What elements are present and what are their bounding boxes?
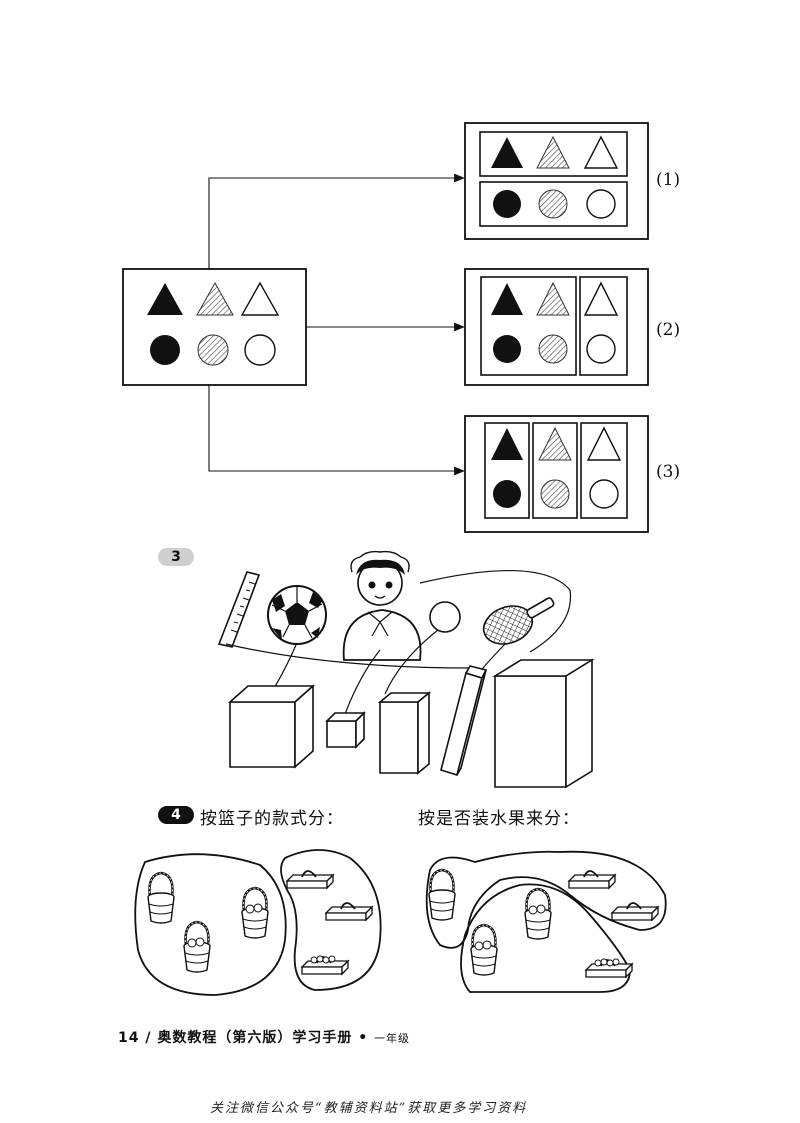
result-label-2: (2) xyxy=(656,320,681,340)
bucket-fruit-icon xyxy=(184,922,210,972)
hatched-triangle-icon xyxy=(196,281,234,316)
result-label-1: (1) xyxy=(656,170,681,190)
bucket-fruit-icon xyxy=(525,889,551,939)
ruler-icon xyxy=(217,571,261,648)
heading-by-basket-style: 按篮子的款式分： xyxy=(200,809,344,829)
group-trays-left xyxy=(280,849,382,991)
source-box xyxy=(122,268,307,386)
long-bar-prism xyxy=(440,665,488,777)
group-buckets-left xyxy=(134,853,287,996)
question-4-badge: 4 xyxy=(158,806,194,824)
classification-diagram xyxy=(122,122,649,533)
hatched-circle-icon xyxy=(197,334,229,366)
tall-prism xyxy=(492,658,595,789)
bucket-fruit-icon xyxy=(242,888,268,938)
cube-large xyxy=(227,684,316,769)
result-box-1 xyxy=(464,122,649,240)
ball-icon xyxy=(429,601,461,633)
footer-grade: 一年级 xyxy=(374,1032,411,1045)
basket-groupings xyxy=(134,849,667,996)
black-circle-icon xyxy=(150,335,180,365)
bucket-icon xyxy=(427,868,457,922)
tray-fruit-icon xyxy=(302,956,348,974)
bucket-fruit-icon xyxy=(471,925,497,975)
white-circle-icon xyxy=(244,334,276,366)
result-box-2 xyxy=(464,268,649,386)
doll-icon xyxy=(342,550,422,661)
page-footer: 14 / 奥数教程（第六版）学习手册 • 一年级 xyxy=(118,1027,410,1047)
rectangular-prism xyxy=(377,691,432,775)
watermark: 关注微信公众号“教辅资料站”获取更多学习资料 xyxy=(210,1101,528,1116)
white-triangle-icon xyxy=(240,281,280,316)
tray-icon xyxy=(568,870,616,889)
result-box-3 xyxy=(464,415,649,533)
paddle-icon xyxy=(482,597,555,645)
question-3-badge: 3 xyxy=(158,548,194,566)
group-empty-right xyxy=(425,850,667,949)
black-triangle-icon xyxy=(147,283,183,315)
tray-icon xyxy=(325,902,373,921)
soccer-ball-icon xyxy=(267,585,327,645)
connector-arrows xyxy=(208,173,466,476)
object-to-solid-matching xyxy=(217,550,595,789)
tray-icon xyxy=(286,870,334,889)
cube-small xyxy=(325,711,366,749)
result-label-3: (3) xyxy=(656,462,681,482)
tray-icon xyxy=(611,902,659,921)
heading-by-fruit: 按是否装水果来分： xyxy=(418,809,580,829)
bucket-icon xyxy=(146,871,176,925)
footer-text: 14 / 奥数教程（第六版）学习手册 • xyxy=(118,1030,369,1046)
